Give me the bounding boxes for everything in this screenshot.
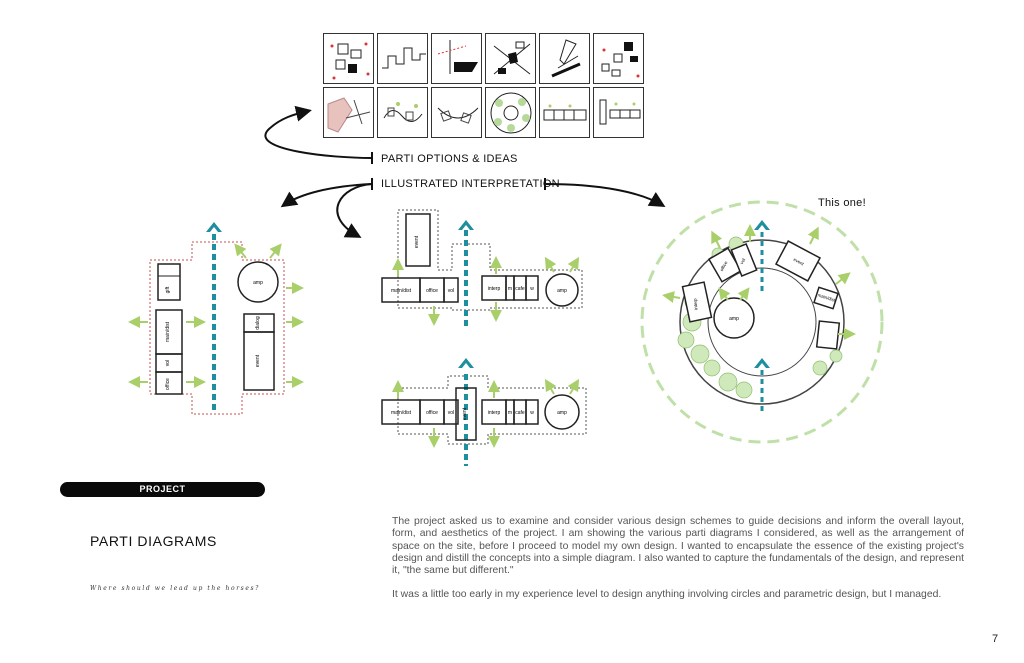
diagram-a-room-6: event bbox=[255, 354, 261, 367]
thumb-sketch-6 bbox=[601, 42, 640, 78]
thumb-sketch-12 bbox=[599, 99, 641, 125]
diagram-c-room-m: m bbox=[508, 410, 512, 416]
diagram-c-amp: amp bbox=[557, 410, 567, 416]
thumb-sketch-11 bbox=[543, 104, 587, 121]
diagram-c-room-event: event bbox=[462, 407, 468, 420]
parti-thumb-10 bbox=[485, 87, 536, 138]
parti-thumb-11 bbox=[539, 87, 590, 138]
thumb-sketch-9 bbox=[437, 107, 479, 124]
thumb-sketch-3 bbox=[437, 40, 478, 74]
parti-diagram-c: main/dist office vol event interp m cafe… bbox=[381, 358, 587, 466]
parti-diagram-a: gift main/dist vol office amp dialog eve… bbox=[128, 222, 304, 415]
parti-thumb-4 bbox=[485, 33, 536, 84]
diagram-b-room-cafe: cafe bbox=[515, 286, 525, 292]
parti-thumb-7 bbox=[323, 87, 374, 138]
thumb-sketch-8 bbox=[383, 102, 423, 122]
diagram-c-room-cafe: cafe bbox=[515, 410, 525, 416]
diagram-b-room-vol: vol bbox=[448, 288, 454, 294]
thumb-sketch-2 bbox=[382, 47, 426, 69]
section-title: PARTI DIAGRAMS bbox=[90, 533, 217, 549]
diagram-d-amp: amp bbox=[729, 316, 739, 322]
parti-thumb-2 bbox=[377, 33, 428, 84]
parti-thumb-8 bbox=[377, 87, 428, 138]
body-text: The project asked us to examine and cons… bbox=[392, 516, 964, 614]
diagram-b-room-interp: interp bbox=[488, 286, 501, 292]
diagram-c-room-main: main/dist bbox=[391, 410, 412, 416]
diagram-a-room-4: office bbox=[165, 378, 171, 390]
parti-thumb-12 bbox=[593, 87, 644, 138]
diagram-d-room-1: office bbox=[719, 260, 729, 272]
diagram-b-top-room: event bbox=[414, 235, 420, 248]
diagram-a-room-2: main/dist bbox=[165, 321, 171, 342]
parti-thumb-5 bbox=[539, 33, 590, 84]
connector-arrows bbox=[264, 105, 666, 238]
thumb-sketch-1 bbox=[330, 42, 370, 80]
diagram-b-room-office: office bbox=[426, 288, 438, 294]
thumb-sketch-4 bbox=[493, 41, 531, 75]
diagram-b-amp: amp bbox=[557, 288, 567, 294]
diagram-c-room-office: office bbox=[426, 410, 438, 416]
this-one-annotation: This one! bbox=[818, 197, 866, 209]
diagram-a-amp: amp bbox=[253, 280, 263, 286]
diagram-d-room-4: interp bbox=[692, 298, 698, 310]
parti-diagram-b: event main/dist office vol interp m cafe… bbox=[381, 209, 583, 328]
diagram-c-room-w: w bbox=[530, 410, 534, 416]
diagram-b-room-m: m bbox=[508, 286, 512, 292]
diagram-d-room-3: event bbox=[793, 257, 806, 267]
diagram-a-room-1: gift bbox=[165, 286, 171, 293]
diagram-d-room-2: vol bbox=[739, 258, 746, 265]
project-pill: PROJECT bbox=[60, 482, 265, 497]
diagram-c-room-interp: interp bbox=[488, 410, 501, 416]
parti-thumb-3 bbox=[431, 33, 482, 84]
diagram-d-room-5: main/dist bbox=[817, 292, 836, 303]
parti-options-label: PARTI OPTIONS & IDEAS bbox=[381, 153, 518, 165]
diagram-b-room-main: main/dist bbox=[391, 288, 412, 294]
body-paragraph-1: The project asked us to examine and cons… bbox=[392, 516, 964, 577]
diagram-a-room-5: dialog bbox=[255, 316, 261, 330]
thumb-sketch-10 bbox=[490, 92, 532, 134]
body-paragraph-2: It was a little too early in my experien… bbox=[392, 589, 942, 601]
diagram-c-room-vol: vol bbox=[448, 410, 454, 416]
diagram-a-room-3: vol bbox=[165, 360, 171, 366]
page-number: 7 bbox=[992, 633, 999, 645]
parti-thumb-6 bbox=[593, 33, 644, 84]
parti-thumb-9 bbox=[431, 87, 482, 138]
parti-thumb-1 bbox=[323, 33, 374, 84]
parti-diagram-d: office vol interp event main/dist amp bbox=[640, 200, 884, 444]
diagram-b-room-w: w bbox=[530, 286, 534, 292]
illustrated-interpretation-label: ILLUSTRATED INTERPRETATION bbox=[381, 178, 560, 190]
section-subtitle: Where should we lead up the horses? bbox=[90, 585, 260, 592]
thumb-sketch-5 bbox=[551, 39, 581, 78]
thumb-sketch-7 bbox=[327, 97, 371, 133]
